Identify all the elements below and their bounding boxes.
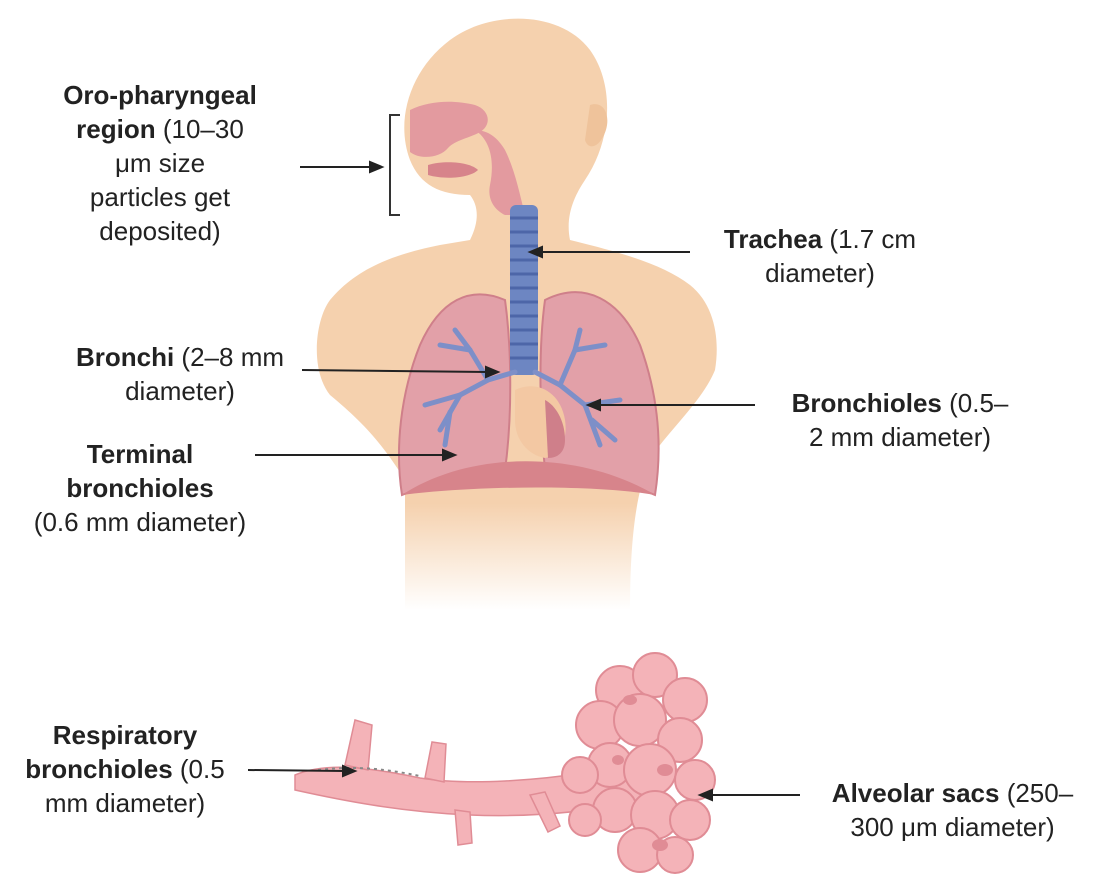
label-trachea: Trachea (1.7 cm diameter) bbox=[695, 222, 945, 290]
trachea bbox=[510, 205, 538, 375]
label-alveolar-sacs: Alveolar sacs (250– 300 μm diameter) bbox=[805, 776, 1100, 844]
label-bronchioles: Bronchioles (0.5– 2 mm diameter) bbox=[760, 386, 1040, 454]
label-terminal-bronchioles: Terminal bronchioles (0.6 mm diameter) bbox=[0, 437, 280, 539]
alveolar-sacs bbox=[562, 653, 715, 873]
label-bronchi: Bronchi (2–8 mm diameter) bbox=[50, 340, 310, 408]
label-respiratory-bronchioles: Respiratory bronchioles (0.5 mm diameter… bbox=[0, 718, 250, 820]
label-oropharyngeal: Oro-pharyngeal region (10–30 μm size par… bbox=[40, 78, 280, 248]
oropharyngeal-bracket bbox=[390, 115, 400, 215]
